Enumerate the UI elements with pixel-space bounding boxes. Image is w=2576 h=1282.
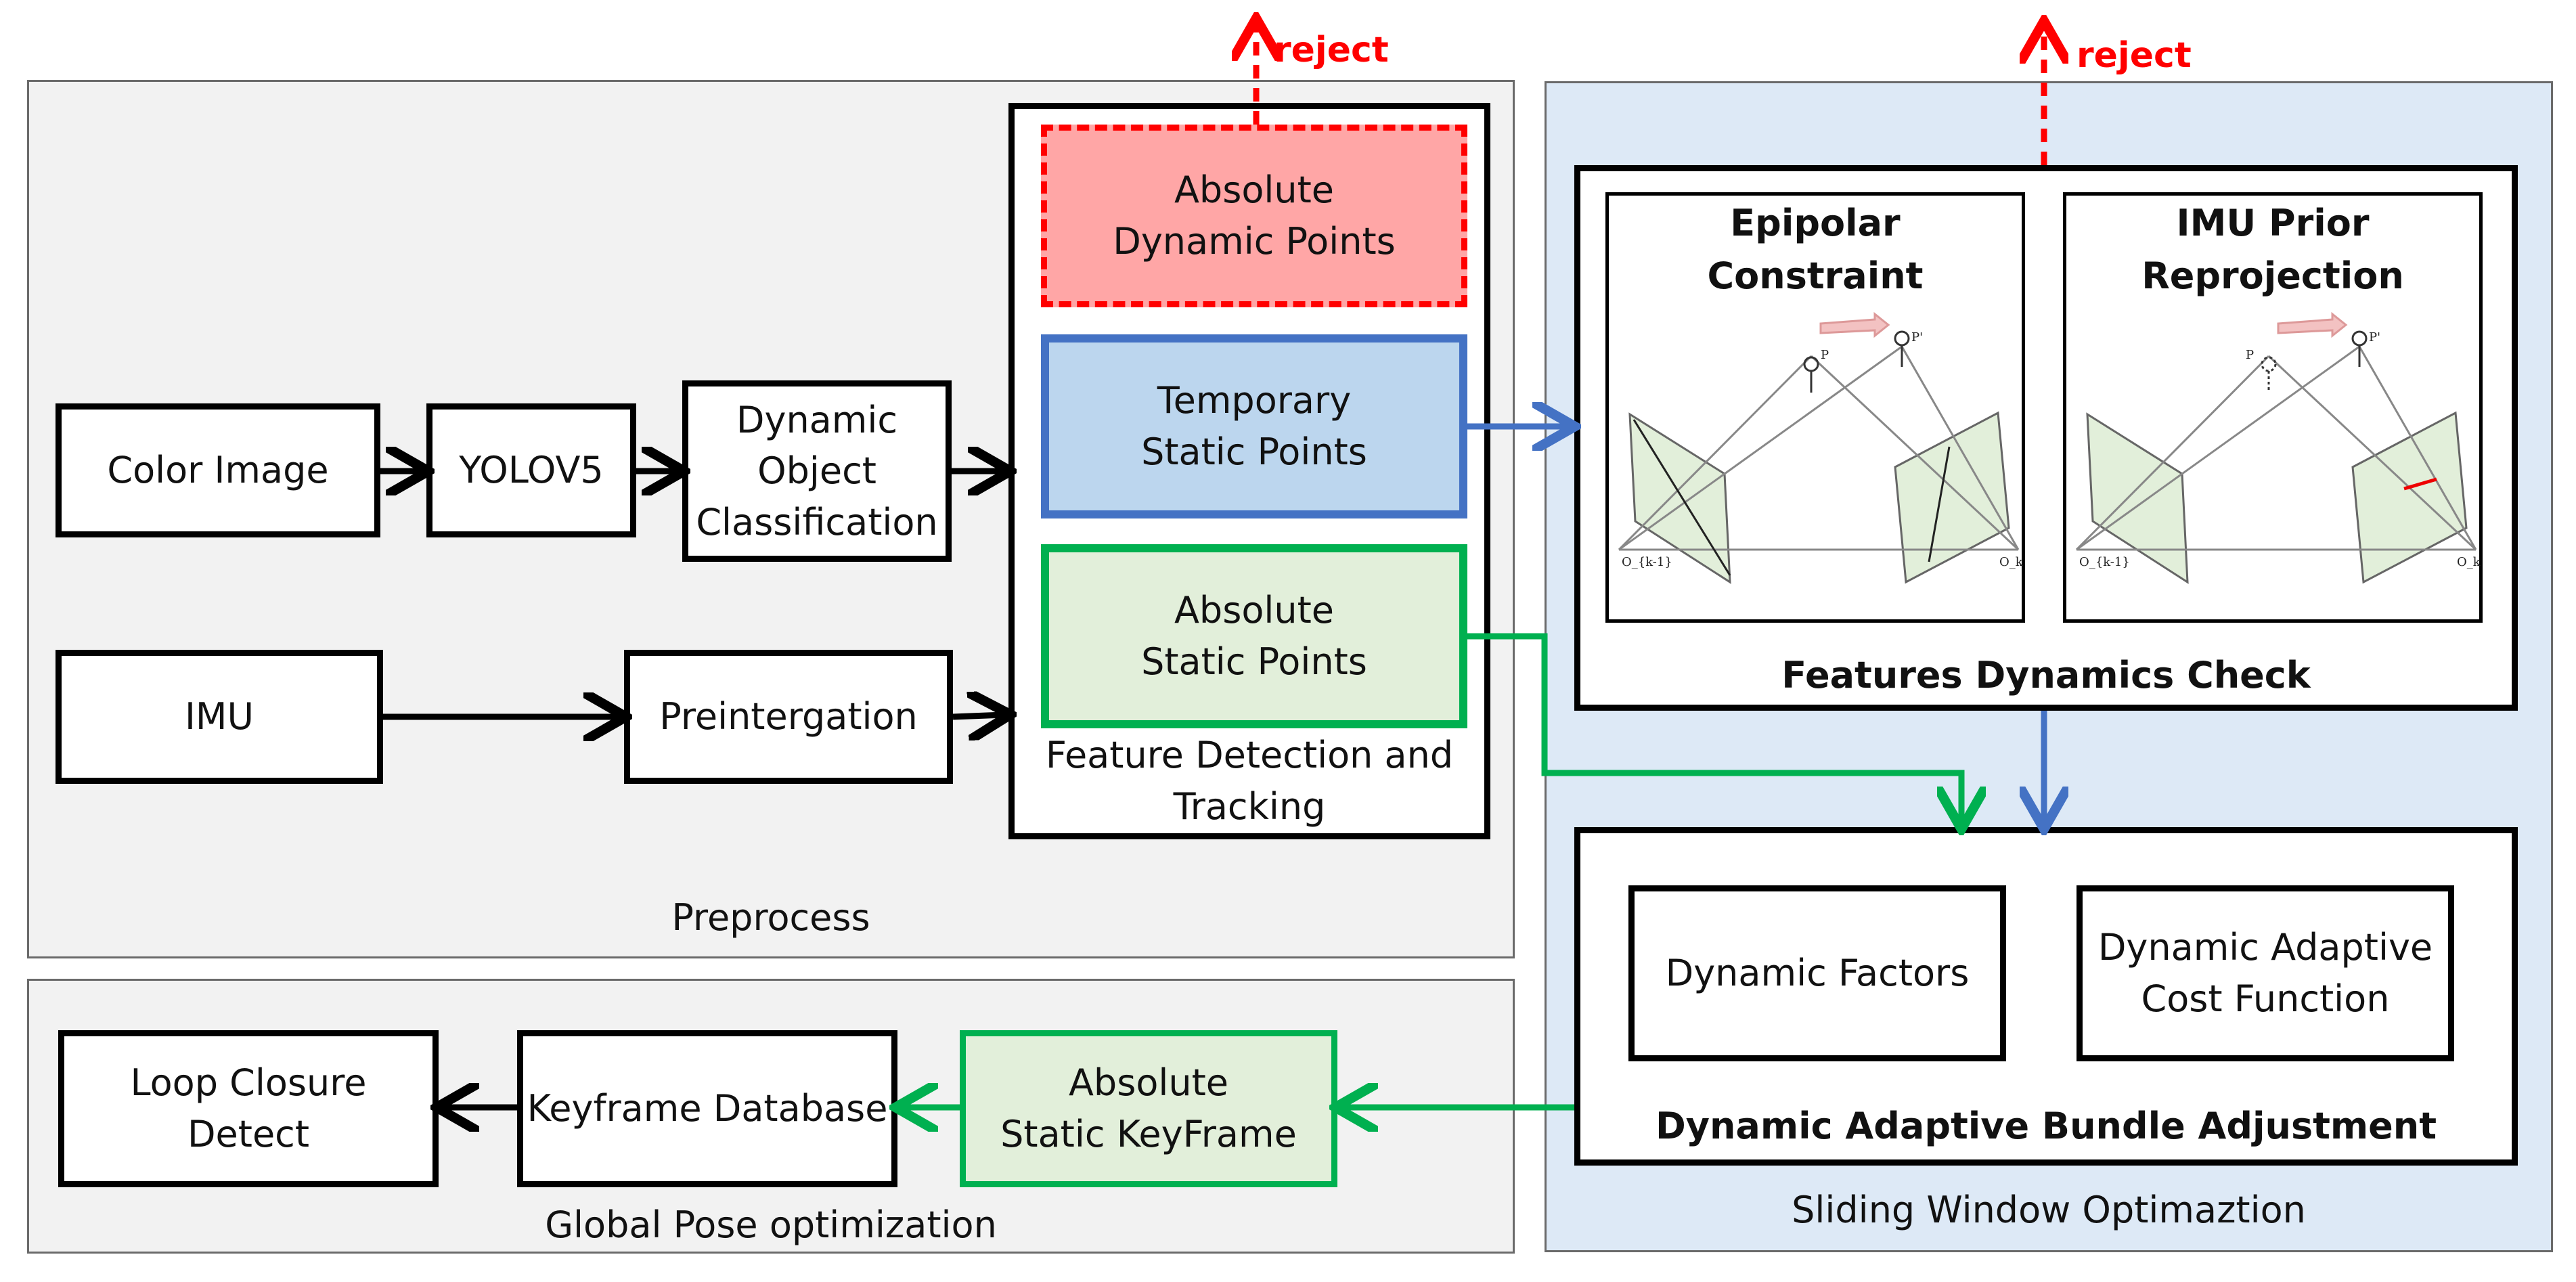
arrow-preint-to-feature xyxy=(952,715,1004,717)
imu-prior-origin-right: O_k xyxy=(2457,555,2481,569)
keyframe-database-box[interactable]: Keyframe Database xyxy=(517,1030,897,1187)
imu-prior-origin-left: O_{k-1} xyxy=(2079,555,2130,569)
dynamic-adaptive-ba-label: Dynamic Adaptive Bundle Adjustment xyxy=(1655,1105,2437,1147)
dynamic-adaptive-cost-box[interactable]: Dynamic Adaptive Cost Function xyxy=(2077,885,2454,1061)
epipolar-origin-left: O_{k-1} xyxy=(1622,555,1672,569)
imu-prior-point-p-prime: P' xyxy=(2369,330,2380,345)
loop-closure-box[interactable]: Loop Closure Detect xyxy=(58,1030,439,1187)
dynamic-object-classification-box[interactable]: Dynamic Object Classification xyxy=(682,380,952,562)
epipolar-origin-right: O_k xyxy=(1999,555,2024,569)
epipolar-sketch xyxy=(1618,311,2020,584)
color-image-box[interactable]: Color Image xyxy=(55,403,380,537)
absolute-dynamic-points-box[interactable]: Absolute Dynamic Points xyxy=(1041,125,1467,307)
yolov5-box[interactable]: YOLOV5 xyxy=(426,403,636,537)
absolute-static-points-box[interactable]: Absolute Static Points xyxy=(1041,544,1467,728)
imu-prior-point-p: P xyxy=(2246,348,2254,362)
preintegration-box[interactable]: Preintergation xyxy=(624,650,953,784)
global-pose-label: Global Pose optimization xyxy=(545,1203,997,1246)
imu-prior-sketch xyxy=(2075,311,2477,584)
sliding-window-label: Sliding Window Optimaztion xyxy=(1792,1189,2306,1231)
reject-label-check: reject xyxy=(2077,35,2192,76)
preprocess-label: Preprocess xyxy=(671,896,870,939)
epipolar-point-p-prime: P' xyxy=(1911,330,1923,345)
dynamic-factors-box[interactable]: Dynamic Factors xyxy=(1628,885,2006,1061)
feature-detection-label: Feature Detection and Tracking xyxy=(1045,734,1454,828)
features-dynamics-check-label: Features Dynamics Check xyxy=(1781,654,2311,697)
epipolar-constraint-title: Epipolar Constraint xyxy=(1707,202,1924,298)
epipolar-point-p: P xyxy=(1821,348,1829,362)
reject-label-feature: reject xyxy=(1274,30,1389,70)
imu-box[interactable]: IMU xyxy=(55,650,383,784)
arrow-static-to-ba xyxy=(1467,633,1961,823)
imu-prior-reprojection-title: IMU Prior Reprojection xyxy=(2141,202,2404,298)
temporary-static-points-box[interactable]: Temporary Static Points xyxy=(1041,334,1467,518)
